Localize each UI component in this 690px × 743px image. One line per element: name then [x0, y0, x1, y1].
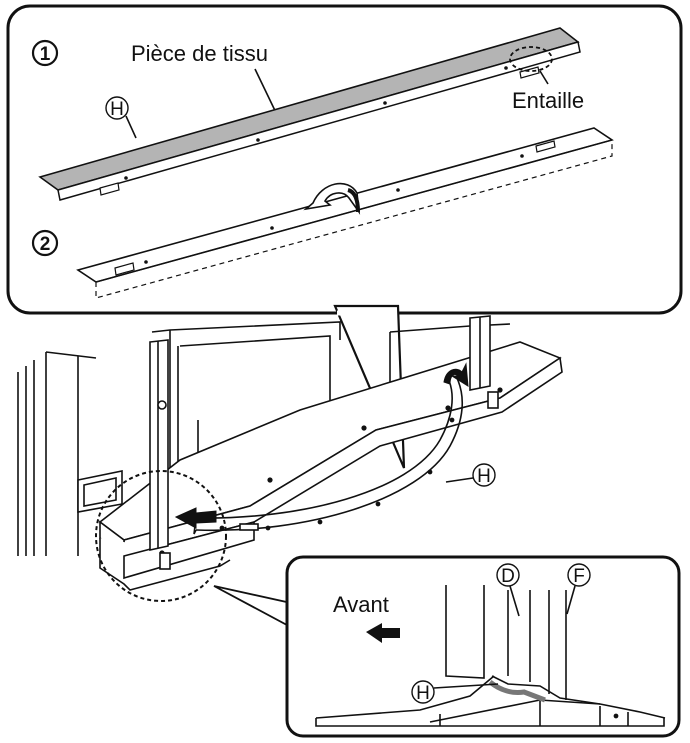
part-d-letter: D	[501, 566, 515, 587]
fold-arrow-icon	[303, 182, 361, 215]
part-f-letter: F	[573, 566, 585, 587]
part-d-marker	[496, 563, 520, 587]
strip-with-fabric	[38, 27, 581, 201]
step-2-marker	[31, 229, 59, 257]
step-1-number: 1	[40, 44, 51, 65]
fabric-label: Pièce de tissu	[131, 41, 268, 66]
part-h-letter-top: H	[110, 99, 124, 120]
part-f-marker	[567, 563, 591, 587]
notch-highlight-circle	[509, 46, 553, 72]
tv-stand-illustration	[17, 315, 563, 591]
notch-label: Entaille	[512, 88, 584, 113]
part-h-letter-strip: H	[477, 466, 491, 487]
detail-highlight-circle	[95, 470, 227, 602]
insert-arrow-icon	[174, 507, 217, 529]
front-label: Avant	[333, 592, 389, 617]
front-arrow-icon	[366, 623, 400, 643]
detail-panel-inset: Avant D F H	[285, 555, 681, 738]
step-1-marker	[31, 39, 59, 67]
step-2-number: 2	[40, 234, 51, 255]
strip-fabric-folded	[76, 127, 614, 299]
part-h-marker-inset	[411, 680, 435, 704]
part-h-letter-inset: H	[416, 683, 430, 704]
detail-panel-top: 1 Pièce de tissu H Entaille	[6, 4, 683, 315]
part-h-marker-strip	[472, 463, 496, 487]
wrap-arrow-icon	[443, 362, 469, 387]
part-h-marker-top	[105, 96, 129, 120]
